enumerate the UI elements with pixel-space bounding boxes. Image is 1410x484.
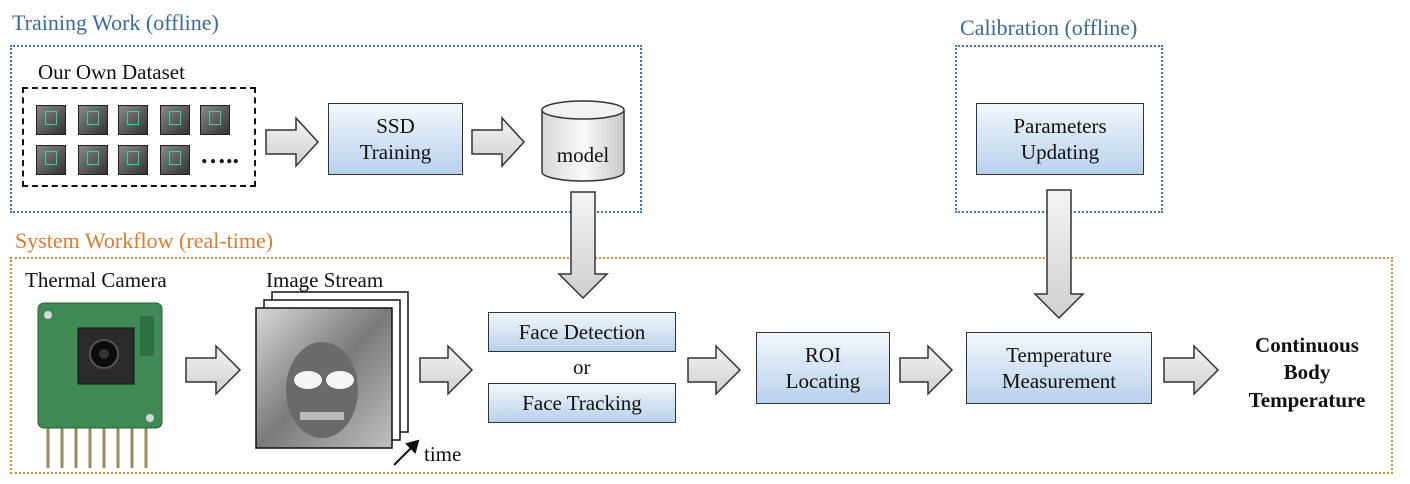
image-stream-stack xyxy=(255,291,409,449)
arrow-face-to-roi xyxy=(687,344,742,396)
dataset-thumbnail xyxy=(36,145,66,175)
arrow-stream-to-face xyxy=(419,344,474,396)
parameters-updating-box: Parameters Updating xyxy=(976,103,1144,175)
temperature-measurement-line2: Measurement xyxy=(1001,369,1117,393)
or-label: or xyxy=(573,355,591,379)
ssd-training-line2: Training xyxy=(359,140,432,164)
arrow-ssd-to-model xyxy=(471,116,526,168)
dataset-thumbnail xyxy=(36,105,66,135)
arrow-model-to-face xyxy=(557,191,609,300)
time-label: time xyxy=(424,442,462,466)
arrow-roi-to-temperature xyxy=(899,344,954,396)
dataset-thumbnail xyxy=(78,105,108,135)
training-section-title: Training Work (offline) xyxy=(12,10,219,35)
arrow-camera-to-stream xyxy=(185,344,242,396)
arrow-temperature-to-output xyxy=(1163,344,1220,396)
ssd-training-box: SSD Training xyxy=(328,103,463,175)
temperature-measurement-box: Temperature Measurement xyxy=(966,332,1152,404)
ssd-training-line1: SSD xyxy=(376,113,415,138)
output-line3: Temperature xyxy=(1248,387,1366,412)
face-tracking-box: Face Tracking xyxy=(488,383,676,423)
system-container xyxy=(10,257,1393,474)
dataset-label: Our Own Dataset xyxy=(38,60,185,84)
model-cylinder xyxy=(541,100,625,182)
face-detection-box: Face Detection xyxy=(488,312,676,352)
face-detection-label: Face Detection xyxy=(518,319,646,344)
dataset-thumbnail xyxy=(118,145,148,175)
roi-locating-line1: ROI xyxy=(804,342,842,367)
thermal-camera-label: Thermal Camera xyxy=(25,268,167,292)
calibration-section-title: Calibration (offline) xyxy=(960,15,1138,40)
training-container xyxy=(10,45,642,213)
output-line2: Body xyxy=(1283,360,1331,385)
thermal-camera-image xyxy=(37,302,163,468)
image-stream-label: Image Stream xyxy=(266,268,384,292)
time-arrow xyxy=(393,439,420,466)
roi-locating-box: ROI Locating xyxy=(756,332,890,404)
output-label: Continuous Body Temperature xyxy=(1232,332,1382,414)
dataset-thumbnail xyxy=(160,105,190,135)
dataset-thumbnail xyxy=(160,145,190,175)
temperature-measurement-line1: Temperature xyxy=(1006,342,1112,367)
dataset-thumbnail xyxy=(78,145,108,175)
parameters-updating-line1: Parameters xyxy=(1013,113,1107,138)
roi-locating-line2: Locating xyxy=(785,369,861,393)
arrow-dataset-to-ssd xyxy=(265,116,320,168)
dataset-thumbnail xyxy=(118,105,148,135)
model-label: model xyxy=(557,143,610,167)
arrow-parameters-to-temperature xyxy=(1033,189,1085,320)
parameters-updating-line2: Updating xyxy=(1020,140,1100,164)
dataset-ellipsis: ….. xyxy=(200,140,239,169)
dataset-box xyxy=(22,87,256,187)
system-section-title: System Workflow (real-time) xyxy=(15,228,274,253)
dataset-thumbnail xyxy=(200,105,230,135)
face-tracking-label: Face Tracking xyxy=(522,390,642,415)
output-line1: Continuous xyxy=(1255,333,1359,357)
